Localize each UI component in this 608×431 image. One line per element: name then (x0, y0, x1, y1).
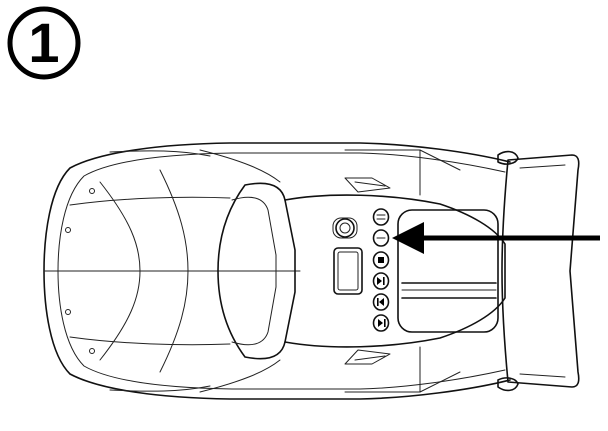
next-track-icon[interactable] (372, 314, 390, 332)
previous-track-icon[interactable] (372, 293, 390, 311)
stop-button-icon[interactable] (372, 251, 390, 269)
arrow-left-icon (392, 222, 600, 254)
cabin-roof (284, 149, 506, 393)
control-panel (332, 208, 390, 332)
car-body (43, 142, 511, 400)
power-button-icon[interactable] (372, 229, 390, 247)
play-pause-button-icon[interactable] (372, 272, 390, 290)
step-number-badge: 1 (7, 6, 81, 80)
rear-spoiler (497, 150, 580, 392)
step-circle-icon (7, 6, 81, 80)
step-number: 1 (28, 11, 59, 74)
mode-button-icon[interactable] (372, 208, 390, 226)
windshield (217, 182, 296, 360)
rear-window (397, 209, 499, 333)
